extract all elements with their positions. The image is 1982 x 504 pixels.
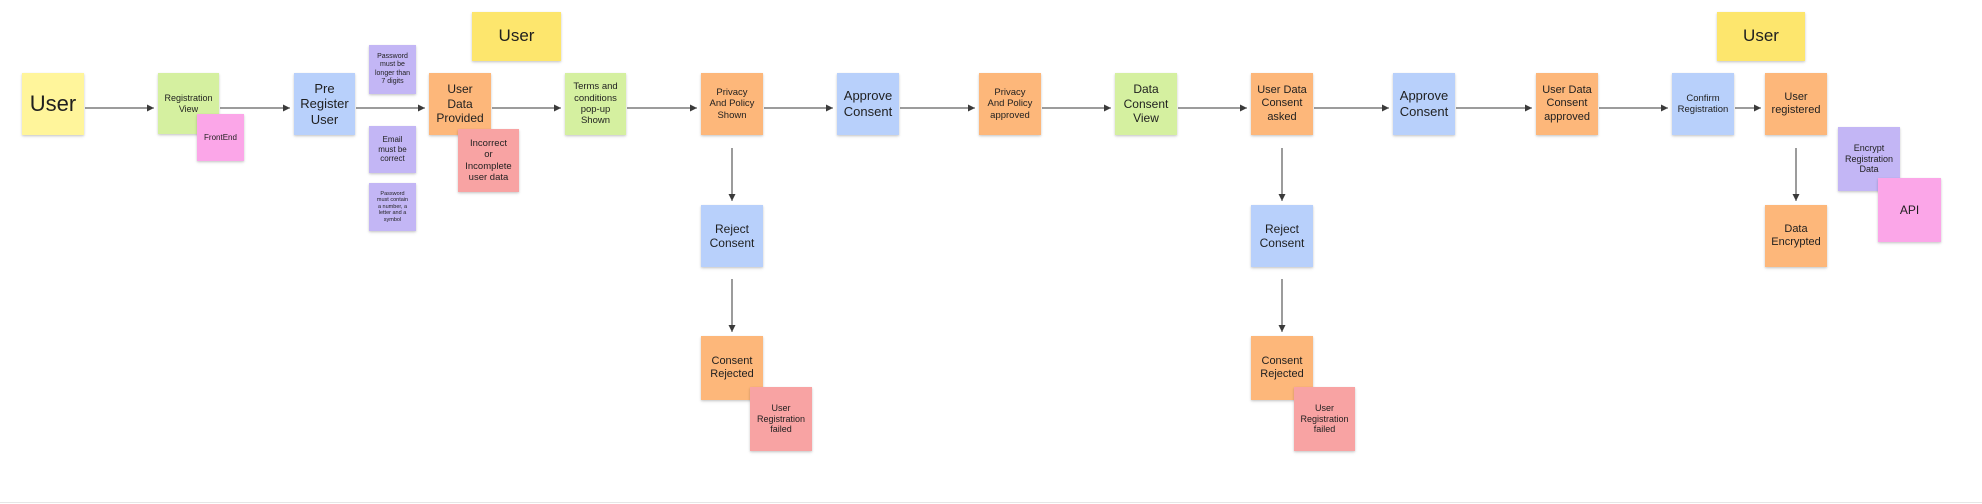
- sticky-user-data-consent-asked[interactable]: User Data Consent asked: [1251, 73, 1313, 135]
- sticky-user-registered[interactable]: User registered: [1765, 73, 1827, 135]
- canvas-bottom-edge: [0, 502, 1982, 503]
- sticky-data-consent-view[interactable]: Data Consent View: [1115, 73, 1177, 135]
- sticky-reject-consent-2[interactable]: Reject Consent: [1251, 205, 1313, 267]
- sticky-registration-failed-2[interactable]: User Registration failed: [1294, 387, 1355, 451]
- sticky-password-length-rule[interactable]: Password must be longer than 7 digits: [369, 45, 416, 94]
- sticky-user-label-top-right[interactable]: User: [1717, 12, 1805, 61]
- sticky-approve-consent-2[interactable]: Approve Consent: [1393, 73, 1455, 135]
- sticky-terms-popup[interactable]: Terms and conditions pop-up Shown: [565, 73, 626, 135]
- sticky-user-data-consent-approved[interactable]: User Data Consent approved: [1536, 73, 1598, 135]
- sticky-user-label-top[interactable]: User: [472, 12, 561, 61]
- sticky-api[interactable]: API: [1878, 178, 1941, 242]
- sticky-incorrect-data[interactable]: Incorrect or Incomplete user data: [458, 129, 519, 192]
- sticky-user-data-provided[interactable]: User Data Provided: [429, 73, 491, 135]
- sticky-privacy-shown[interactable]: Privacy And Policy Shown: [701, 73, 763, 135]
- sticky-registration-failed-1[interactable]: User Registration failed: [750, 387, 812, 451]
- sticky-user-start[interactable]: User: [22, 73, 84, 135]
- sticky-approve-consent-1[interactable]: Approve Consent: [837, 73, 899, 135]
- sticky-reject-consent-1[interactable]: Reject Consent: [701, 205, 763, 267]
- sticky-frontend[interactable]: FrontEnd: [197, 114, 244, 161]
- sticky-data-encrypted[interactable]: Data Encrypted: [1765, 205, 1827, 267]
- sticky-pre-register-user[interactable]: Pre Register User: [294, 73, 355, 135]
- sticky-email-rule[interactable]: Email must be correct: [369, 126, 416, 173]
- sticky-confirm-registration[interactable]: Confirm Registration: [1672, 73, 1734, 135]
- sticky-privacy-approved[interactable]: Privacy And Policy approved: [979, 73, 1041, 135]
- sticky-password-charset-rule[interactable]: Password must contain a number, a letter…: [369, 183, 416, 231]
